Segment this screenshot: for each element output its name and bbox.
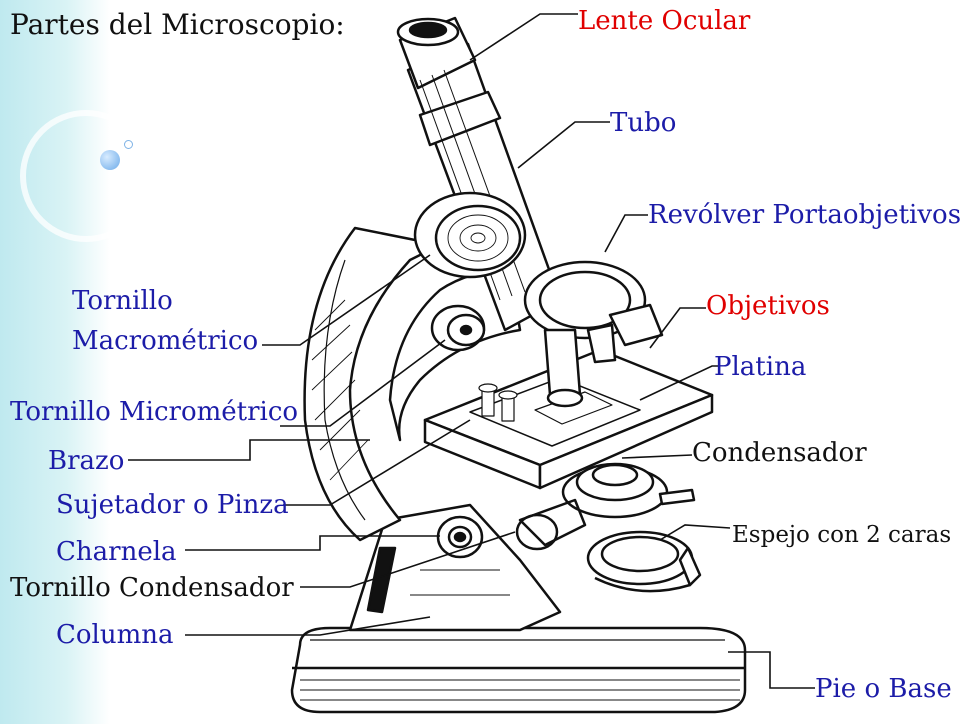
- fine-focus-knob: [430, 304, 486, 352]
- microscope-base: [290, 626, 747, 714]
- leader-pie-base: [728, 651, 815, 689]
- leader-brazo: [128, 439, 370, 461]
- leader-tornillo-condensador: [300, 531, 516, 588]
- leader-lines: [128, 13, 815, 689]
- condenser: [561, 462, 696, 519]
- label-tornillo-macro-line2: Macrométrico: [72, 326, 259, 356]
- label-objetivos: Objetivos: [706, 291, 830, 321]
- nosepiece-revolver: [523, 260, 664, 408]
- label-espejo-2-caras: Espejo con 2 caras: [732, 522, 952, 548]
- label-charnela: Charnela: [56, 537, 177, 567]
- leader-columna: [185, 616, 431, 636]
- leader-tornillo-micro: [280, 339, 446, 427]
- decorative-bubble-small: [124, 140, 133, 149]
- leader-espejo: [659, 524, 731, 541]
- decorative-bubble: [100, 150, 120, 170]
- leader-lente-ocular: [469, 13, 578, 61]
- label-pie-o-base: Pie o Base: [815, 674, 952, 704]
- leader-charnela: [185, 535, 440, 551]
- label-columna: Columna: [56, 620, 174, 650]
- label-tornillo-condensador: Tornillo Condensador: [10, 573, 294, 603]
- label-lente-ocular: Lente Ocular: [578, 6, 751, 36]
- leader-tubo: [517, 121, 610, 169]
- label-condensador: Condensador: [692, 438, 867, 468]
- label-platina: Platina: [714, 352, 807, 382]
- label-brazo: Brazo: [48, 446, 125, 476]
- leader-platina: [639, 365, 720, 401]
- leader-tornillo-macro: [262, 254, 431, 346]
- decorative-ring: [20, 110, 152, 242]
- microscope-arm: [303, 226, 522, 542]
- condenser-knob: [515, 498, 587, 551]
- label-tornillo-micrometrico: Tornillo Micrométrico: [10, 397, 299, 427]
- leader-sujetador: [283, 419, 471, 506]
- coarse-focus-knob: [413, 191, 527, 279]
- leader-condensador: [621, 454, 693, 459]
- label-tornillo-macro-line1: Tornillo: [72, 286, 173, 316]
- mirror: [586, 530, 702, 593]
- microscope-stage: [423, 348, 714, 490]
- diagram-title: Partes del Microscopio:: [10, 8, 345, 41]
- label-revolver-portaobjetivos: Revólver Portaobjetivos: [648, 200, 962, 230]
- label-tubo: Tubo: [610, 108, 677, 138]
- leader-objetivos: [649, 307, 706, 349]
- leader-revolver: [604, 214, 648, 253]
- label-sujetador-o-pinza: Sujetador o Pinza: [56, 490, 289, 520]
